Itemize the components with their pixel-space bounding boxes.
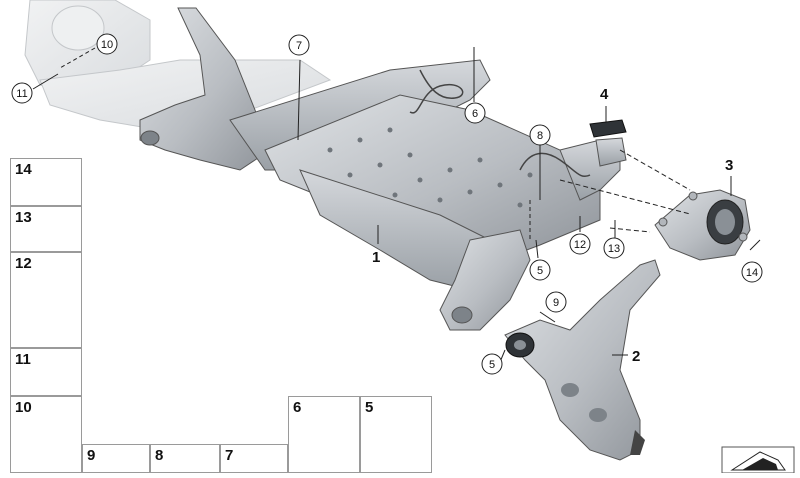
svg-text:13: 13	[608, 243, 620, 255]
legend-cell-12: 12	[10, 252, 82, 348]
svg-text:8: 8	[537, 130, 543, 142]
callout-9: 9	[545, 291, 567, 313]
callout-6: 6	[464, 102, 486, 124]
svg-text:9: 9	[553, 297, 559, 309]
legend-cell-11: 11	[10, 348, 82, 396]
svg-text:7: 7	[296, 40, 302, 52]
legend-label-9: 9	[87, 447, 96, 464]
callout-7: 7	[288, 34, 310, 56]
legend-cell-10: 10	[10, 396, 82, 473]
mount-bracket	[595, 137, 627, 167]
part-4-shim	[589, 119, 627, 138]
legend-label-5: 5	[365, 399, 374, 416]
svg-text:14: 14	[746, 267, 758, 279]
legend-label-7: 7	[225, 447, 234, 464]
legend-cell-14: 14	[10, 158, 82, 206]
callout-5-bottom: 5	[481, 353, 503, 375]
legend-cell-8: 8	[150, 444, 220, 473]
legend-cell-5: 5	[360, 396, 432, 473]
legend-label-11: 11	[15, 351, 31, 368]
legend-cell-7: 7	[220, 444, 288, 473]
label-1: 1	[372, 249, 380, 266]
label-4: 4	[600, 86, 609, 103]
svg-text:12: 12	[574, 239, 586, 251]
legend-label-12: 12	[15, 255, 32, 272]
part-3-rubber-mount	[654, 189, 751, 261]
callout-8: 8	[529, 124, 551, 146]
callout-10: 10	[96, 33, 118, 55]
callout-12: 12	[569, 233, 591, 255]
part-2-wishbone	[504, 259, 661, 461]
leader-lines	[32, 47, 761, 363]
callout-13: 13	[603, 237, 625, 259]
label-2: 2	[632, 348, 640, 365]
callout-5-top: 5	[529, 259, 551, 281]
legend-label-13: 13	[15, 209, 32, 226]
legend-label-6: 6	[293, 399, 302, 416]
legend-label-10: 10	[15, 399, 32, 416]
front-axle-carrier	[139, 7, 621, 331]
ghost-steering-knuckle	[24, 0, 332, 131]
legend-label-14: 14	[15, 161, 32, 178]
legend-cell-6: 6	[288, 396, 360, 473]
legend-cell-9: 9	[82, 444, 150, 473]
label-3: 3	[725, 157, 733, 174]
callout-11: 11	[11, 82, 33, 104]
legend-cell-13: 13	[10, 206, 82, 252]
brake-line-clip	[409, 69, 591, 177]
svg-text:11: 11	[16, 88, 27, 100]
svg-text:5: 5	[489, 359, 495, 371]
callout-14: 14	[741, 261, 763, 283]
orientation-icon	[721, 446, 795, 474]
svg-text:6: 6	[472, 108, 478, 120]
svg-text:10: 10	[101, 39, 113, 51]
legend-label-8: 8	[155, 447, 164, 464]
svg-text:5: 5	[537, 265, 543, 277]
